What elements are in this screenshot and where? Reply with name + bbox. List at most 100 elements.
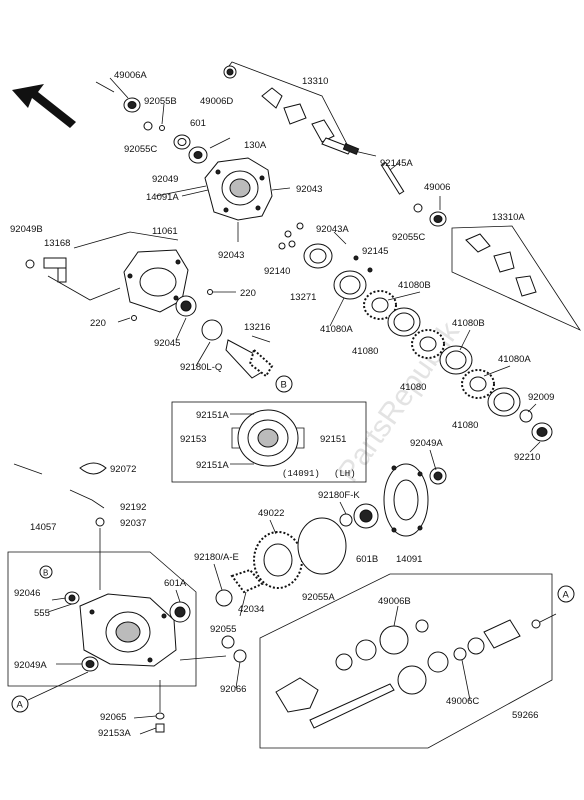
label-49006C: 49006C [446, 696, 479, 707]
bolt-92049B [25, 259, 35, 269]
label-92145: 92145 [362, 246, 388, 257]
ref-A-circle-left [11, 695, 29, 713]
box-14057 [7, 551, 197, 687]
gear-case-14091A [204, 157, 273, 221]
label-41080B-b: 41080B [452, 318, 485, 329]
clutch-plate-41080-2 [411, 329, 445, 359]
drive-shaft-13310A [465, 233, 537, 297]
label-42034: 42034 [238, 604, 264, 615]
label-92043-a: 92043 [296, 184, 322, 195]
box-59266 [259, 573, 553, 749]
label-92055C-top: 92055C [124, 144, 157, 155]
label-601B: 601B [356, 554, 378, 565]
shim-92180A-E [215, 589, 233, 607]
seal-92049A-b [81, 656, 99, 672]
label-92049: 92049 [152, 174, 178, 185]
clamp-92072 [79, 462, 107, 475]
clutch-plate-41080B-2 [439, 345, 473, 375]
cover-11061 [123, 249, 189, 313]
label-14057: 14057 [30, 522, 56, 533]
label-13271: 13271 [290, 292, 316, 303]
pinion-42034 [230, 568, 264, 594]
ref-B-label: B [281, 380, 287, 391]
label-41080B-a: 41080B [398, 280, 431, 291]
label-13168: 13168 [44, 238, 70, 249]
label-92153-box: 92153 [180, 434, 206, 445]
label-92140: 92140 [264, 266, 290, 277]
label-14091A: 14091A [146, 192, 179, 203]
ring-92009 [519, 409, 533, 423]
seal-49006D [223, 65, 237, 79]
pins-92043A [278, 222, 304, 250]
ref-B-circle [275, 375, 293, 393]
shim-92180F-K [339, 513, 353, 527]
label-601: 601 [190, 118, 206, 129]
ref-A-label-right: A [563, 590, 570, 601]
label-92055: 92055 [210, 624, 236, 635]
bearing-601B [353, 503, 379, 529]
ref-A-circle-right [557, 585, 575, 603]
label-92192: 92192 [120, 502, 146, 513]
label-220-a: 220 [240, 288, 256, 299]
sensor-13168 [43, 257, 121, 301]
ref-B-circle-small [39, 565, 53, 579]
label-130A: 130A [244, 140, 267, 151]
clutch-plate-41080A-1 [333, 270, 367, 300]
gear-case-cover-14091 [383, 463, 429, 537]
label-41080-a: 41080 [352, 346, 378, 357]
clutch-plate-41080A-2 [461, 369, 495, 399]
label-92066: 92066 [220, 684, 246, 695]
label-92049A: 92049A [410, 438, 443, 449]
label-92180F-K: 92180F-K [318, 490, 360, 501]
bearing-601A [169, 601, 191, 623]
case-cover-14091-lh [237, 409, 299, 467]
inset-box-14091-lh [171, 401, 367, 483]
bearing-92045 [175, 295, 197, 317]
clutch-plate-41080-1 [387, 307, 421, 337]
label-220-b: 220 [90, 318, 106, 329]
label-49006D: 49006D [200, 96, 233, 107]
clamp-92037 [95, 517, 105, 527]
plug-92066 [233, 649, 247, 663]
hose-92192 [13, 463, 105, 509]
bearing-92049 [173, 134, 191, 150]
label-41080-c: 41080 [452, 420, 478, 431]
label-49006A: 49006A [114, 70, 147, 81]
clutch-plate-41080B-1 [363, 290, 397, 320]
label-92055C: 92055C [392, 232, 425, 243]
ref-A-label-left: A [17, 700, 24, 711]
label-92049B: 92049B [10, 224, 43, 235]
label-13310: 13310 [302, 76, 328, 87]
spring-92145A [380, 161, 405, 195]
label-92055A: 92055A [302, 592, 335, 603]
seal-92210 [531, 422, 553, 442]
label-555: 555 [34, 608, 50, 619]
bolt-92153A [155, 723, 165, 733]
label-92045: 92045 [154, 338, 180, 349]
label-92180A-E: 92180/A-E [194, 552, 239, 563]
label-13216: 13216 [244, 322, 270, 333]
label-92153A: 92153A [98, 728, 131, 739]
label-59266: 59266 [512, 710, 538, 721]
front-direction-arrow-icon [12, 84, 76, 128]
label-92043A: 92043A [316, 224, 349, 235]
label-92043-b: 92043 [218, 250, 244, 261]
ring-gear-49022 [253, 531, 303, 589]
label-92072: 92072 [110, 464, 136, 475]
oring-92055B [159, 125, 165, 131]
ref-B-label-small: B [43, 569, 48, 578]
label-49006: 49006 [424, 182, 450, 193]
drive-shaft-59266 [275, 619, 541, 729]
diff-case-14057 [79, 593, 177, 667]
bearing-601 [188, 146, 208, 164]
label-11061: 11061 [152, 226, 178, 237]
label-92055B: 92055B [144, 96, 177, 107]
pinion-13216 [225, 339, 274, 379]
plate-13271 [303, 243, 333, 269]
label-49006B: 49006B [378, 596, 411, 607]
label-92180L-Q: 92180L-Q [180, 362, 222, 373]
label-92046: 92046 [14, 588, 40, 599]
seal-49006A [123, 97, 141, 113]
label-92145A: 92145A [380, 158, 413, 169]
